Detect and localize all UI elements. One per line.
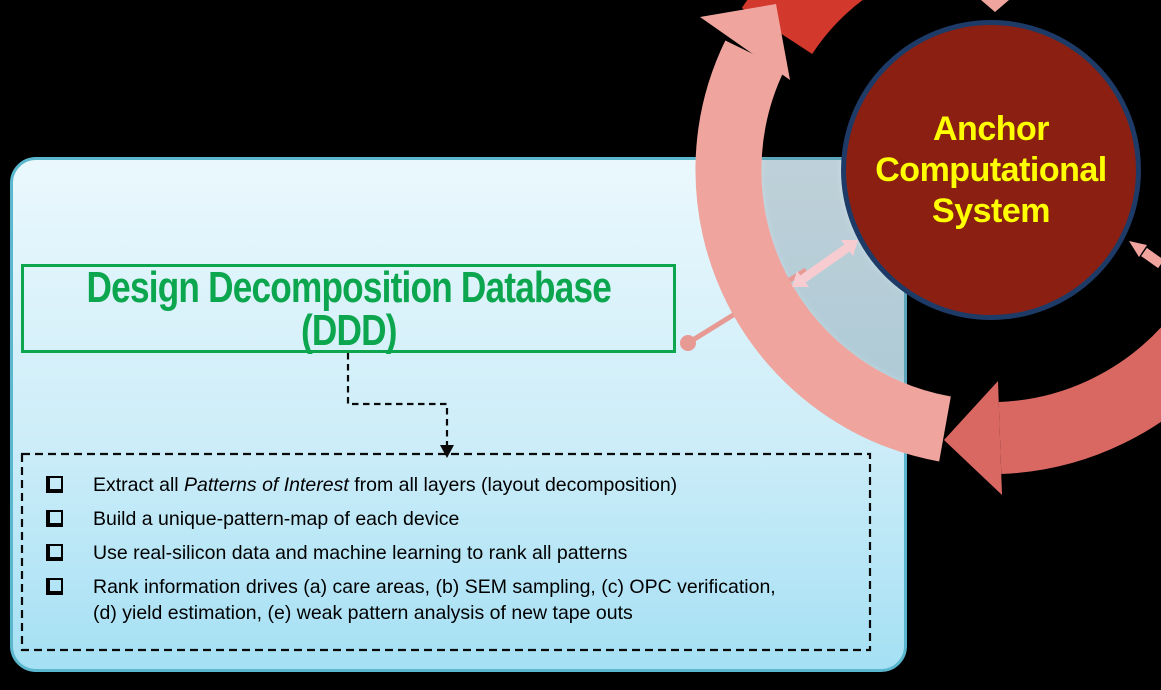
red-cycle-arrow-top xyxy=(741,0,863,55)
text-segment: Extract all xyxy=(93,474,185,496)
anchor-circle-line1: Anchor xyxy=(933,109,1050,148)
checkbox-bullet-icon xyxy=(46,510,63,527)
cycle-arrow-upper-head xyxy=(700,4,790,80)
ddd-title-box: Design Decomposition Database (DDD) xyxy=(21,264,676,353)
inbound-arrow-icon xyxy=(1129,241,1147,257)
list-item-text: Rank information drives (a) care areas, … xyxy=(93,576,776,624)
cycle-arrow-bottom-head xyxy=(944,381,1002,495)
inbound-arrow-shaft xyxy=(1141,247,1161,269)
checkbox-bullet-icon xyxy=(46,544,63,561)
checkbox-bullet-icon xyxy=(46,476,63,493)
list-item-text: Build a unique-pattern-map of each devic… xyxy=(93,508,460,530)
list-item: Use real-silicon data and machine learni… xyxy=(46,540,856,566)
checkbox-bullet-icon xyxy=(46,578,63,595)
text-segment-italic: Patterns of Interest xyxy=(184,474,349,496)
ddd-title-line2: (DDD) xyxy=(300,305,398,355)
list-item: Build a unique-pattern-map of each devic… xyxy=(46,506,856,532)
down-arrow-icon xyxy=(981,0,1009,12)
anchor-circle-line3: System xyxy=(932,191,1050,230)
list-item: Extract all Patterns of Interest from al… xyxy=(46,472,856,498)
bullet-list: Extract all Patterns of Interest from al… xyxy=(46,472,856,634)
anchor-circle-line2: Computational xyxy=(875,150,1107,189)
ddd-title-line1: Design Decomposition Database xyxy=(86,262,611,312)
text-segment: from all layers (layout decomposition) xyxy=(348,474,678,496)
list-item: Rank information drives (a) care areas, … xyxy=(46,574,856,626)
cycle-arrow-bottom-arc xyxy=(998,327,1161,474)
list-item-text: Extract all Patterns of Interest from al… xyxy=(93,472,783,498)
list-item-text: Use real-silicon data and machine learni… xyxy=(93,542,628,564)
anchor-circle: Anchor Computational System xyxy=(841,20,1141,320)
